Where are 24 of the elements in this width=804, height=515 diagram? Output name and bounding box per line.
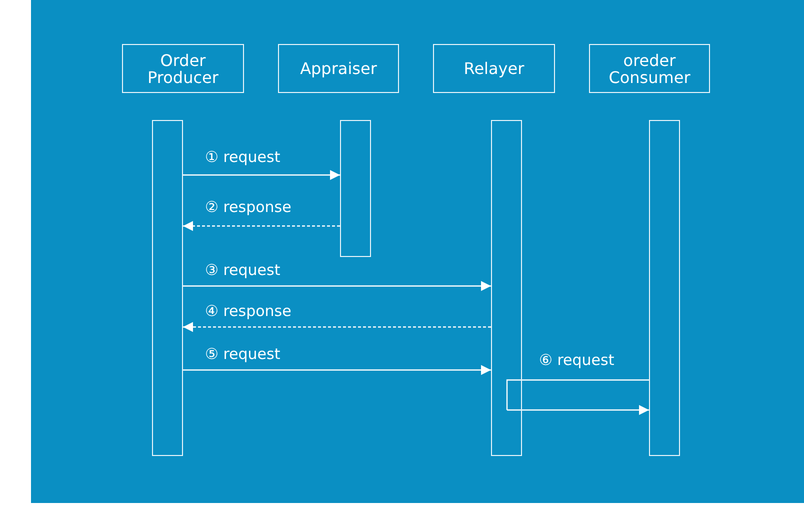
edge-label: ③ request xyxy=(205,261,280,279)
lifeline-header xyxy=(278,44,399,93)
participant-name: Relayer xyxy=(464,60,524,77)
arrow xyxy=(183,170,340,180)
edge-label: ② response xyxy=(205,198,292,216)
participant-name: Order Producer xyxy=(146,52,220,86)
participant-name: oreder Consumer xyxy=(608,52,692,86)
activation-bar xyxy=(491,120,522,456)
lifeline-header xyxy=(433,44,555,93)
lifeline-header xyxy=(122,44,244,93)
arrow xyxy=(183,281,491,291)
edge-label: ④ response xyxy=(205,302,292,320)
activation-bar xyxy=(152,120,183,456)
arrow xyxy=(506,379,650,415)
lifeline-header xyxy=(589,44,710,93)
arrow xyxy=(183,365,491,375)
edge-label: ① request xyxy=(205,148,280,166)
arrow xyxy=(183,322,491,332)
edge-label: ⑥ request xyxy=(539,351,614,369)
activation-bar xyxy=(340,120,371,257)
participant-name: Appraiser xyxy=(300,60,377,77)
edge-label: ⑤ request xyxy=(205,345,280,363)
arrow xyxy=(183,221,340,231)
activation-bar xyxy=(649,120,680,456)
